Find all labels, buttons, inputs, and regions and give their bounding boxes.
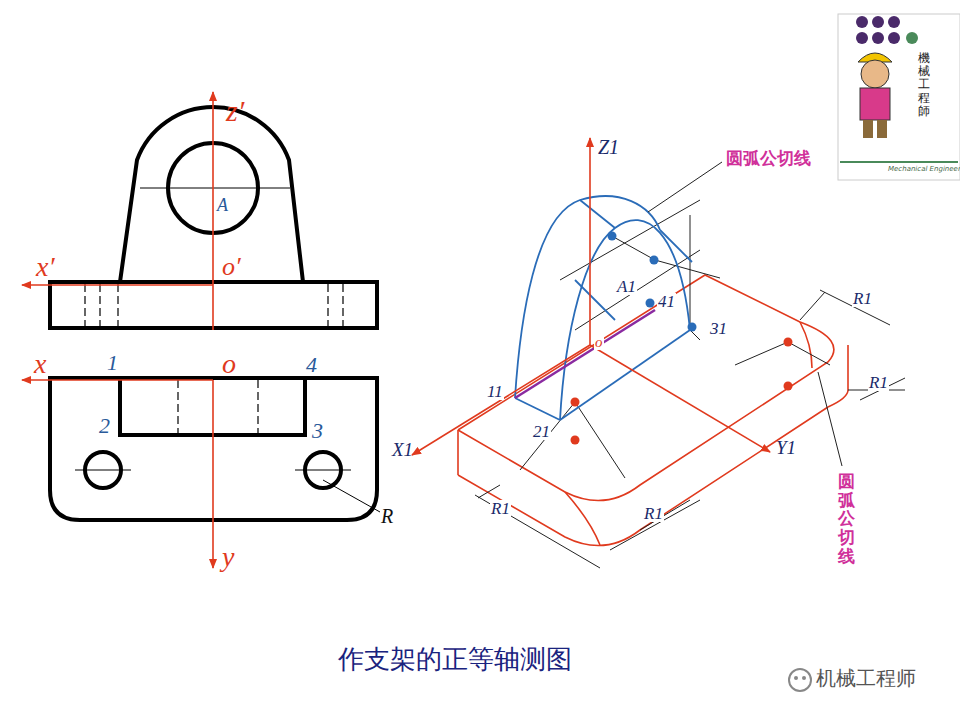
logo: [838, 14, 960, 180]
axis-label: o′: [222, 254, 241, 280]
watermark: 机械工程师: [816, 668, 916, 688]
hidden-lines: [85, 284, 343, 326]
callout-text: 圆弧公切线: [726, 150, 811, 167]
axis-label: Z1: [598, 137, 619, 157]
axes: [412, 138, 770, 455]
dimension-label: R1: [490, 500, 511, 517]
axis-label: o: [222, 350, 236, 378]
point-label: A: [216, 196, 229, 214]
origin-label: o: [594, 335, 604, 350]
dimension-label: R1: [852, 290, 873, 307]
axis-label: x: [34, 350, 46, 378]
watermark-icon: [789, 669, 811, 691]
point-label: 41: [657, 293, 676, 310]
axis-label: y: [222, 543, 234, 571]
center-lines: [75, 470, 380, 512]
dimension-label: R1: [868, 374, 889, 391]
hidden-lines: [178, 380, 258, 433]
logo-subtitle: Mechanical Engineer: [888, 166, 960, 173]
logo-text: 機械工程師: [918, 52, 930, 118]
axes: [22, 92, 213, 568]
axis-label: x′: [36, 253, 55, 281]
dimension-label: R: [380, 506, 394, 526]
point-label: 2: [98, 415, 111, 437]
caption-title: 作支架的正等轴测图: [338, 642, 572, 677]
tangent-points: [608, 232, 697, 332]
point-label: 21: [532, 423, 551, 440]
iso-base: [458, 275, 848, 546]
point-label: A1: [616, 278, 637, 295]
axis-label: X1: [392, 440, 413, 459]
point-label: 1: [106, 352, 119, 374]
center-lines: [140, 188, 290, 189]
dimension-label: R1: [643, 505, 664, 522]
axis-label: z′: [226, 96, 244, 126]
callout-text: 圆弧公切线: [838, 472, 855, 565]
axis-label: Y1: [776, 438, 796, 457]
edge-line: [515, 310, 655, 398]
point-label: 31: [709, 320, 728, 337]
point-label: 11: [486, 383, 504, 400]
leader-lines: [648, 162, 842, 466]
iso-upright: [515, 196, 692, 420]
point-label: 4: [305, 354, 318, 376]
point-label: 3: [311, 420, 324, 442]
